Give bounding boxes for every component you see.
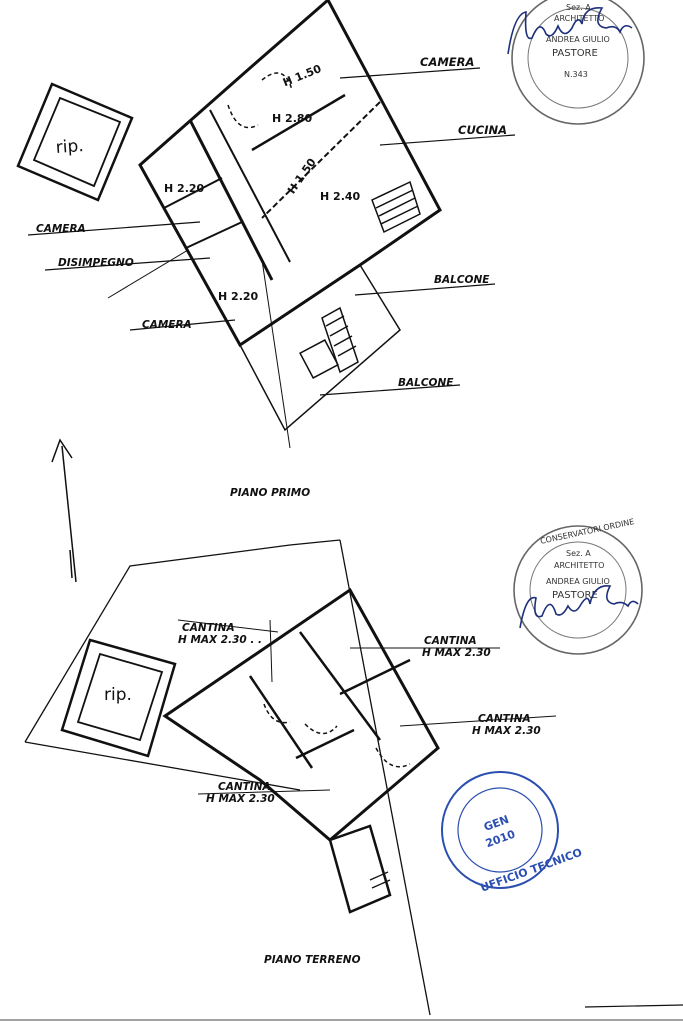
first-floor-plan (16, 0, 442, 432)
north-arrow (51, 438, 77, 583)
terrain-line (24, 741, 301, 791)
signature-bottom (519, 585, 639, 629)
wall (163, 177, 223, 209)
ground-floor-plan (24, 539, 440, 1016)
office-stamp: UFFICIO TECNICO GEN 2010 (441, 771, 584, 895)
staircase-upper (371, 180, 421, 234)
wall (248, 675, 314, 769)
stamp-line: Sez. A (566, 549, 591, 558)
height-label: H 2.40 (320, 190, 361, 203)
wall (185, 221, 243, 249)
door-swing (227, 104, 259, 129)
wall (251, 93, 346, 152)
height-label: H 1.50 (285, 156, 319, 197)
label-cantina: CANTINA (424, 635, 477, 647)
door-swing (375, 747, 411, 768)
label-balcone-1: BALCONE (434, 274, 490, 286)
stamp-line: ANDREA GIULIO (546, 577, 610, 586)
stamp-line: ARCHITETTO (554, 14, 604, 23)
stamp-line: ARCHITETTO (554, 561, 604, 570)
wall (298, 631, 382, 741)
stamp-line: Sez. A (566, 3, 591, 12)
wall (188, 119, 274, 281)
wall (209, 109, 291, 263)
wall (295, 728, 355, 760)
architect-stamp-top: Sez. A ARCHITETTO ANDREA GIULIO PASTORE … (507, 0, 645, 125)
first-floor-labels: CAMERA CUCINA CAMERA DISIMPEGNO CAMERA B… (27, 55, 516, 396)
first-floor-title: PIANO PRIMO (230, 487, 310, 499)
terrain-outline (24, 539, 341, 743)
rip-label-upper: rip. (55, 136, 84, 158)
label-cantina-height: H MAX 2.30 (472, 725, 541, 737)
height-label: H 2.20 (218, 290, 259, 303)
label-cantina-height: H MAX 2.30 (206, 793, 275, 805)
annex-stairs (369, 871, 391, 889)
bottom-edge-line (584, 1004, 683, 1008)
stamp-line: PASTORE (552, 590, 598, 601)
ground-floor-labels: CANTINA H MAX 2.30 . . CANTINA H MAX 2.3… (177, 619, 557, 805)
label-cantina-height: H MAX 2.30 . . (178, 634, 262, 646)
door-swing (261, 72, 293, 91)
extension-line (261, 259, 291, 449)
staircase-lower (299, 306, 359, 379)
rip-label-lower: rip. (104, 685, 132, 705)
annex-outline (328, 824, 392, 914)
door-swing (304, 723, 338, 735)
balcony-outline (239, 263, 401, 432)
ground-floor-title: PIANO TERRENO (264, 954, 361, 966)
architect-stamp-bottom: CONSERVATORI ORDINE Sez. A ARCHITETTO AN… (513, 517, 643, 655)
door-swing (263, 703, 291, 724)
label-camera-top: CAMERA (420, 55, 474, 69)
wall (261, 101, 381, 219)
stamp-line: ANDREA GIULIO (546, 35, 610, 44)
signature-top (507, 7, 633, 55)
height-label: H 1.50 (281, 62, 323, 89)
wall (339, 658, 411, 696)
rip-box-upper (16, 82, 134, 202)
stamp-line: N.343 (564, 70, 588, 79)
rip-box-lower (60, 638, 177, 758)
first-floor-outline (138, 0, 442, 348)
label-cantina: CANTINA (218, 781, 271, 793)
height-label: H 2.80 (272, 112, 313, 125)
label-cantina-height: H MAX 2.30 (422, 647, 491, 659)
stamp-line: PASTORE (552, 48, 598, 59)
terrain-line (339, 539, 431, 1016)
ground-floor-outline (162, 587, 440, 842)
label-camera-left: CAMERA (36, 223, 86, 235)
first-floor-heights: H 1.50 H 2.80 H 1.50 H 2.40 H 2.20 H 2.2… (164, 62, 361, 303)
height-label: H 2.20 (164, 182, 205, 195)
label-disimpegno: DISIMPEGNO (58, 257, 134, 269)
label-cucina: CUCINA (458, 123, 507, 137)
stamp-ring-text: UFFICIO TECNICO (479, 846, 584, 895)
